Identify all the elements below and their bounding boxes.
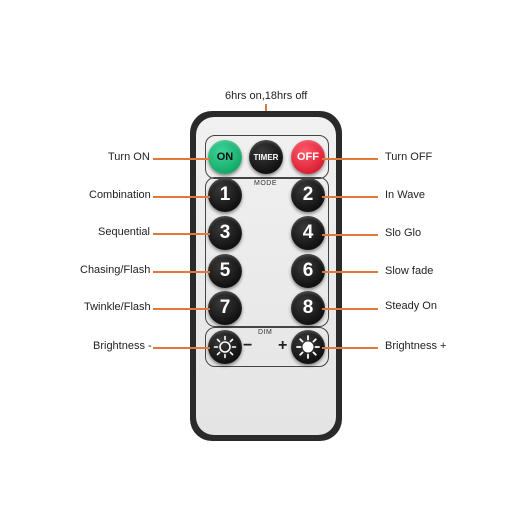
label-twinkle-flash: Twinkle/Flash (84, 301, 151, 313)
label-chasing-flash: Chasing/Flash (80, 264, 151, 276)
callout-slow-fade (322, 271, 378, 273)
label-in-wave: In Wave (385, 189, 425, 201)
callout-slo-glo (322, 234, 378, 236)
callout-brightness-minus (153, 347, 210, 349)
mode-button-1[interactable]: 1 (208, 178, 242, 212)
timer-button[interactable]: TIMER (249, 140, 283, 174)
dim-plus-button[interactable] (291, 330, 325, 364)
dim-minus-sign: − (243, 337, 253, 354)
mode-panel (205, 177, 329, 327)
label-turn-off: Turn OFF (385, 151, 433, 163)
label-slo-glo: Slo Glo (385, 227, 422, 239)
label-sequential: Sequential (98, 226, 150, 238)
label-brightness-minus: Brightness - (93, 340, 152, 352)
mode-button-7[interactable]: 7 (208, 291, 242, 325)
callout-sequential (153, 233, 210, 235)
callout-turn-off (322, 158, 378, 160)
label-steady-on: Steady On (385, 300, 437, 312)
callout-twinkle-flash (153, 308, 210, 310)
mode-label: MODE (254, 180, 277, 187)
mode-button-6[interactable]: 6 (291, 254, 325, 288)
label-combination: Combination (89, 189, 151, 201)
callout-brightness-plus (322, 347, 378, 349)
sun-filled-icon (296, 335, 320, 359)
callout-chasing-flash (153, 271, 210, 273)
label-turn-on: Turn ON (108, 151, 150, 163)
callout-in-wave (322, 196, 378, 198)
callout-steady-on (322, 308, 378, 310)
callout-combination (153, 196, 210, 198)
label-slow-fade: Slow fade (385, 265, 434, 277)
dim-plus-sign: + (278, 337, 288, 354)
off-button[interactable]: OFF (291, 140, 325, 174)
on-button[interactable]: ON (208, 140, 242, 174)
mode-button-4[interactable]: 4 (291, 216, 325, 250)
callout-turn-on (153, 158, 210, 160)
mode-button-8[interactable]: 8 (291, 291, 325, 325)
mode-button-3[interactable]: 3 (208, 216, 242, 250)
dim-label: DIM (258, 329, 273, 336)
mode-button-2[interactable]: 2 (291, 178, 325, 212)
mode-button-5[interactable]: 5 (208, 254, 242, 288)
power-panel (205, 135, 329, 179)
sun-outline-icon (213, 335, 237, 359)
timer-description-label: 6hrs on,18hrs off (225, 90, 308, 102)
dim-minus-button[interactable] (208, 330, 242, 364)
label-brightness-plus: Brightness + (385, 340, 447, 352)
